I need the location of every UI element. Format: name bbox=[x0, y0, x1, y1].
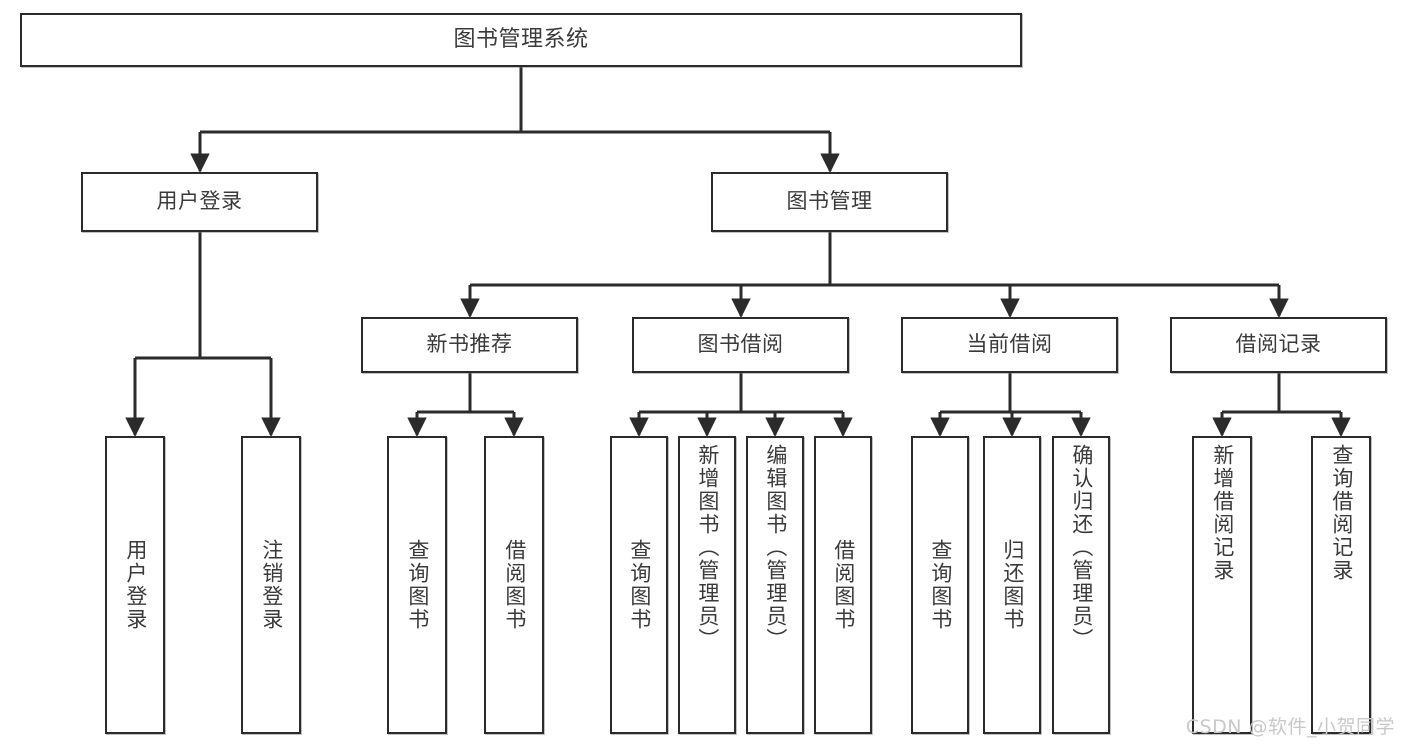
node-leaf-leaf-query-book-1[interactable]: 查询图书 bbox=[387, 436, 447, 734]
node-leaf-leaf-add-record[interactable]: 新增借阅记录 bbox=[1192, 436, 1252, 734]
node-level3-new-book-rec-label: 新书推荐 bbox=[426, 332, 513, 357]
node-level3-borrow-record[interactable]: 借阅记录 bbox=[1170, 317, 1387, 373]
watermark-text: CSDN @软件_小贺同学 bbox=[1185, 716, 1395, 738]
node-level3-current-borrow-label: 当前借阅 bbox=[966, 332, 1053, 357]
node-level2-book-manage-label: 图书管理 bbox=[786, 189, 873, 214]
node-leaf-leaf-query-book-1-label: 查询图书 bbox=[405, 539, 430, 631]
node-leaf-leaf-user-login[interactable]: 用户登录 bbox=[105, 436, 165, 734]
node-leaf-leaf-logout-label: 注销登录 bbox=[259, 539, 284, 631]
node-leaf-leaf-borrow-book-2-label: 借阅图书 bbox=[831, 539, 856, 631]
node-leaf-leaf-query-book-2[interactable]: 查询图书 bbox=[610, 436, 668, 734]
node-root-label: 图书管理系统 bbox=[453, 26, 589, 52]
node-level2-user-login[interactable]: 用户登录 bbox=[81, 172, 318, 232]
node-leaf-leaf-edit-book[interactable]: 编辑图书（管理员） bbox=[746, 436, 804, 734]
node-leaf-leaf-return-book-label: 归还图书 bbox=[1000, 539, 1025, 631]
node-leaf-leaf-confirm-return-label: 确认归还（管理员） bbox=[1069, 444, 1094, 651]
node-leaf-leaf-return-book[interactable]: 归还图书 bbox=[983, 436, 1041, 734]
node-level3-current-borrow[interactable]: 当前借阅 bbox=[901, 317, 1118, 373]
node-leaf-leaf-add-book[interactable]: 新增图书（管理员） bbox=[678, 436, 736, 734]
node-root[interactable]: 图书管理系统 bbox=[20, 13, 1022, 67]
node-leaf-leaf-edit-book-label: 编辑图书（管理员） bbox=[763, 444, 788, 651]
node-leaf-leaf-query-book-3-label: 查询图书 bbox=[928, 539, 953, 631]
node-level2-user-login-label: 用户登录 bbox=[156, 189, 243, 214]
node-leaf-leaf-user-login-label: 用户登录 bbox=[123, 539, 148, 631]
node-leaf-leaf-query-record-label: 查询借阅记录 bbox=[1329, 444, 1354, 582]
node-leaf-leaf-add-book-label: 新增图书（管理员） bbox=[695, 444, 720, 651]
node-leaf-leaf-borrow-book-1[interactable]: 借阅图书 bbox=[484, 436, 544, 734]
node-leaf-leaf-query-book-2-label: 查询图书 bbox=[627, 539, 652, 631]
node-leaf-leaf-add-record-label: 新增借阅记录 bbox=[1210, 444, 1235, 582]
node-leaf-leaf-confirm-return[interactable]: 确认归还（管理员） bbox=[1052, 436, 1110, 734]
node-leaf-leaf-logout[interactable]: 注销登录 bbox=[241, 436, 301, 734]
node-leaf-leaf-query-record[interactable]: 查询借阅记录 bbox=[1311, 436, 1371, 734]
node-level3-new-book-rec[interactable]: 新书推荐 bbox=[361, 317, 578, 373]
node-leaf-leaf-query-book-3[interactable]: 查询图书 bbox=[911, 436, 969, 734]
node-leaf-leaf-borrow-book-2[interactable]: 借阅图书 bbox=[814, 436, 872, 734]
node-level2-book-manage[interactable]: 图书管理 bbox=[711, 172, 948, 232]
node-level3-borrow-record-label: 借阅记录 bbox=[1235, 332, 1322, 357]
node-leaf-leaf-borrow-book-1-label: 借阅图书 bbox=[502, 539, 527, 631]
node-level3-book-borrow-label: 图书借阅 bbox=[697, 332, 784, 357]
node-level3-book-borrow[interactable]: 图书借阅 bbox=[632, 317, 849, 373]
